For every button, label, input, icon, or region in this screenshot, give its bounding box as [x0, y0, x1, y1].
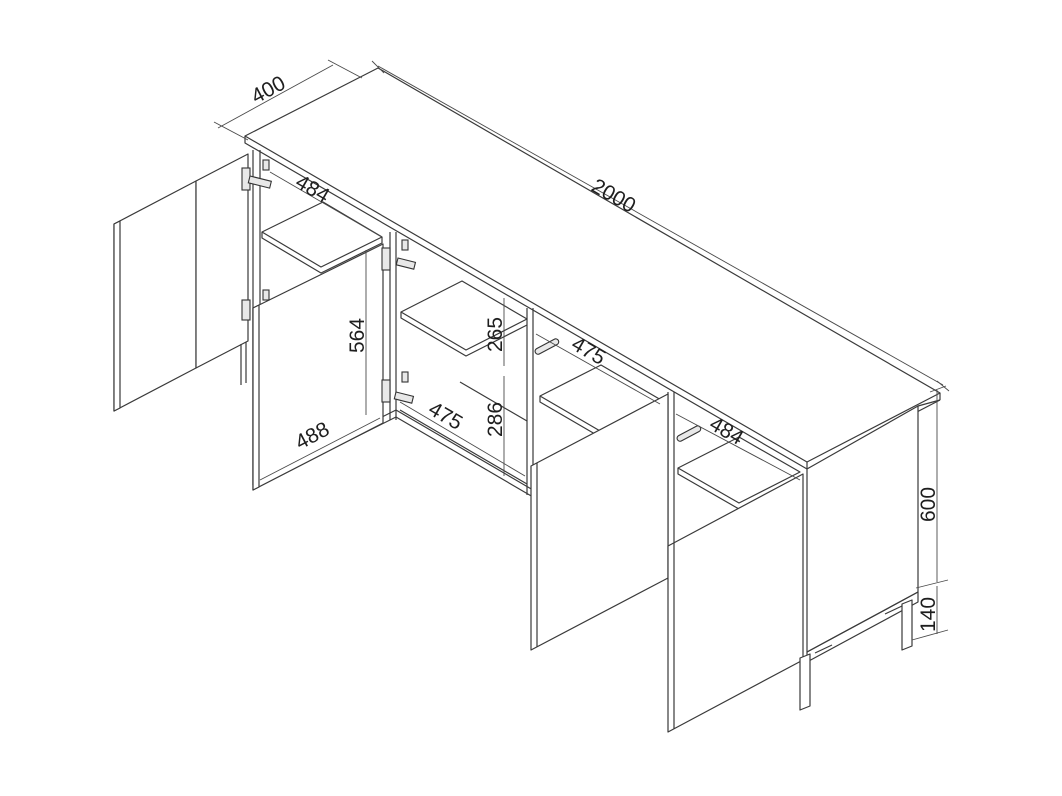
door-height-label: 564 — [346, 318, 369, 353]
depth-label: 400 — [248, 72, 290, 109]
dimension-lines — [213, 59, 950, 641]
handle-icon — [676, 425, 702, 442]
right-door — [667, 473, 804, 733]
shelf-gap-lower-label: 286 — [484, 402, 507, 437]
leg-height-label: 140 — [917, 597, 940, 632]
shelf-gap-upper-label: 265 — [484, 317, 507, 352]
handle-icons — [534, 338, 702, 442]
metal-legs — [799, 592, 919, 711]
hinge-icon — [381, 371, 415, 404]
left-door-open — [113, 153, 249, 412]
hinge-icon — [241, 289, 270, 321]
left-center-door-open — [252, 243, 384, 491]
lower-shelf-center — [399, 381, 528, 485]
handle-icon — [534, 338, 560, 355]
hinge-icon — [241, 159, 273, 191]
hinge-icon — [381, 239, 417, 271]
upper-shelf-center — [400, 280, 528, 357]
hinge-icons — [241, 159, 417, 404]
body-height-label: 600 — [917, 487, 940, 522]
upper-shelf-left — [261, 201, 383, 274]
right-center-door — [530, 393, 669, 651]
shelf-depth-center-lower-label: 475 — [425, 397, 467, 434]
